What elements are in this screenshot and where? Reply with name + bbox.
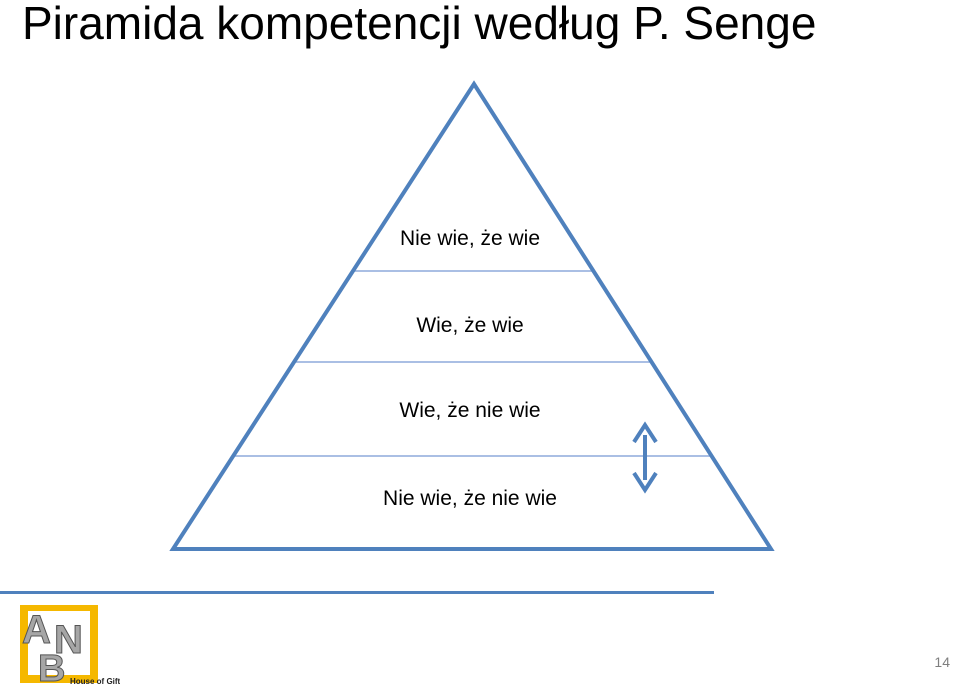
svg-text:A: A — [22, 608, 51, 652]
footer-divider — [0, 591, 714, 594]
double-vertical-arrow-icon — [632, 421, 658, 494]
anb-logo: A N B House of Gifts — [20, 605, 120, 687]
logo-tagline: House of Gifts — [70, 677, 120, 686]
svg-text:B: B — [38, 648, 65, 687]
level-label-3: Wie, że nie wie — [399, 399, 540, 422]
level-label-4: Nie wie, że nie wie — [383, 487, 557, 510]
competence-pyramid: Nie wie, że wie Wie, że wie Wie, że nie … — [169, 80, 775, 551]
svg-text:N: N — [54, 618, 83, 662]
pyramid-outline — [169, 80, 775, 551]
level-label-1: Nie wie, że wie — [400, 227, 540, 250]
slide-title: Piramida kompetencji według P. Senge — [22, 0, 817, 49]
level-label-2: Wie, że wie — [416, 314, 523, 337]
page-number: 14 — [934, 654, 950, 670]
